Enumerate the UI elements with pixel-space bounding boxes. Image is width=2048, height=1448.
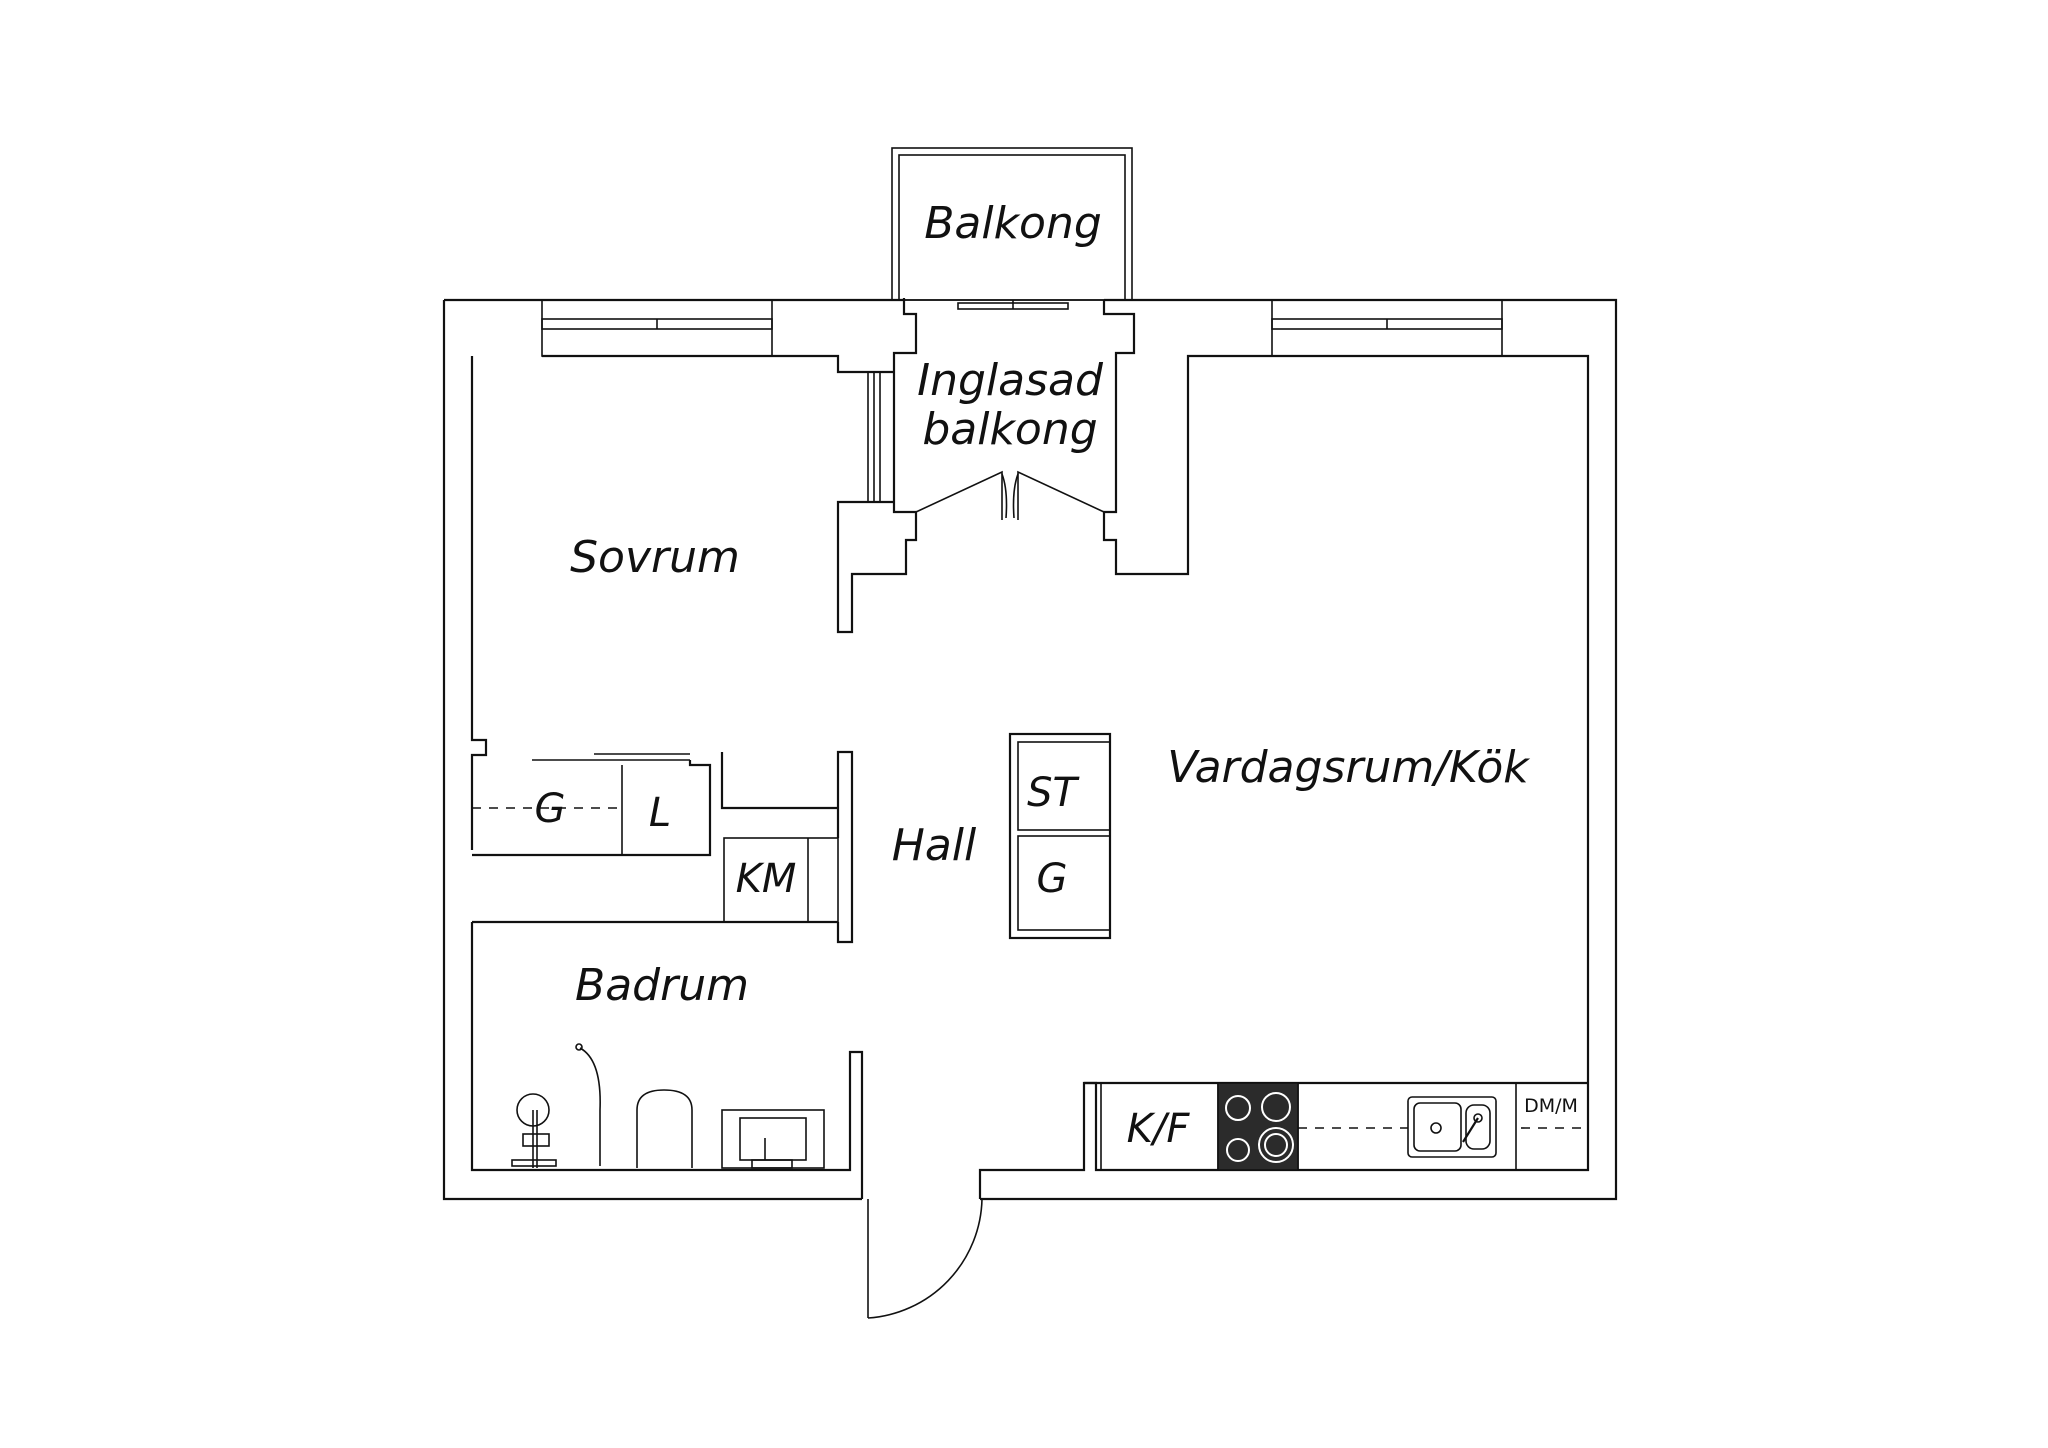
bathroom-fixtures xyxy=(511,1043,825,1169)
fixture-labels: G L KM ST G K/F DM/M xyxy=(535,770,1578,1152)
kitchen-counter xyxy=(1084,1081,1588,1171)
label-linneskap: L xyxy=(649,790,671,836)
label-kladvardsmaskin: KM xyxy=(736,856,797,902)
entrance-door xyxy=(867,1198,983,1319)
label-inglasad-balkong-line1: Inglasad xyxy=(917,355,1104,406)
hall-cabinets xyxy=(1008,732,1112,940)
label-kyl-frys: K/F xyxy=(1127,1106,1191,1152)
bedroom-storage xyxy=(472,752,838,857)
label-hall: Hall xyxy=(892,820,977,871)
windows xyxy=(541,299,1503,503)
room-labels: Balkong Inglasad balkong Sovrum Vardagsr… xyxy=(570,198,1530,1011)
glazed-balcony-doors xyxy=(915,470,1105,520)
label-garderob-sovrum: G xyxy=(535,786,566,832)
label-badrum: Badrum xyxy=(575,960,749,1011)
label-inglasad-balkong-line2: balkong xyxy=(922,404,1097,455)
label-vardagsrum-kok: Vardagsrum/Kök xyxy=(1167,742,1530,793)
balcony xyxy=(891,147,1133,310)
label-sovrum: Sovrum xyxy=(570,532,740,583)
laundry-cabinet xyxy=(472,750,854,944)
label-balkong: Balkong xyxy=(924,198,1102,249)
label-diskmaskin: DM/M xyxy=(1524,1095,1578,1117)
label-stadskap: ST xyxy=(1027,770,1080,816)
label-garderob-hall: G xyxy=(1037,856,1068,902)
